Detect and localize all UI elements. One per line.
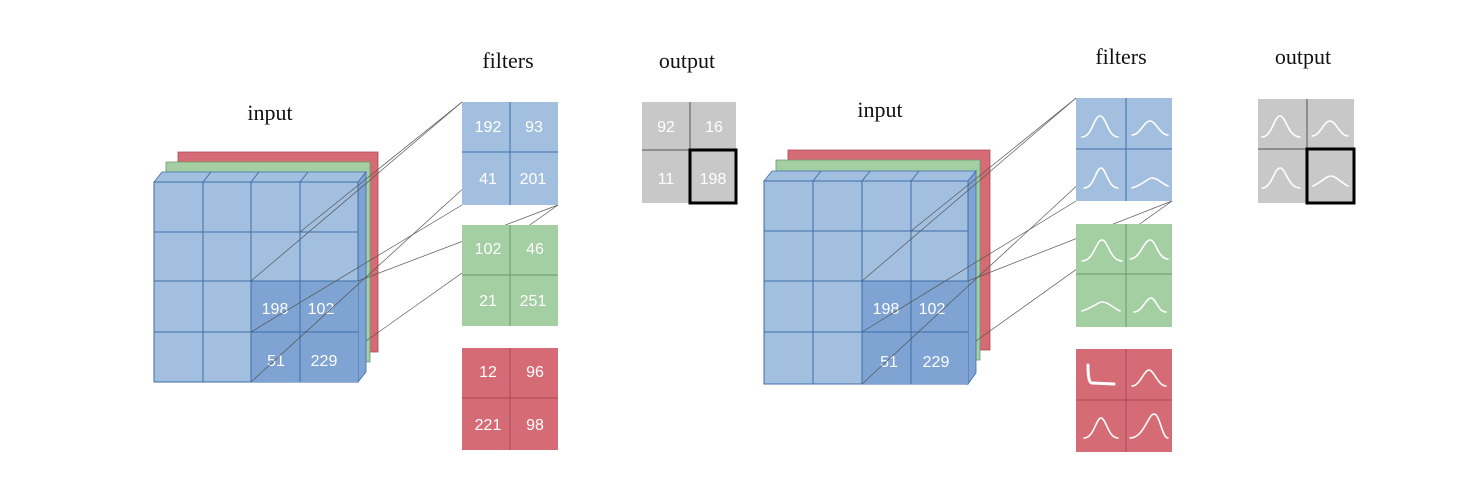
right-filter-green (1076, 224, 1172, 327)
output-value: 11 (658, 171, 675, 188)
gaussian-curve-icon (1129, 413, 1169, 439)
left-filter-blue: 192 93 41 201 (462, 102, 558, 205)
filter-value: 251 (520, 293, 547, 310)
left-input-label: input (247, 100, 292, 125)
right-filters-label: filters (1095, 44, 1146, 69)
gaussian-curve-icon (1131, 177, 1169, 189)
right-output-label: output (1275, 44, 1331, 69)
filter-value: 41 (479, 171, 497, 188)
filter-value: 46 (526, 241, 544, 258)
gaussian-curve-icon (1311, 120, 1349, 137)
filter-value: 221 (475, 417, 502, 434)
left-filters-label: filters (482, 48, 533, 73)
input-value: 102 (308, 301, 335, 318)
right-input-label: input (857, 97, 902, 122)
cube-top-face (153, 171, 367, 183)
output-highlight-cell (688, 148, 738, 205)
input-value: 229 (923, 354, 950, 371)
filter-value: 98 (526, 417, 544, 434)
left-panel: input filters output (153, 48, 738, 450)
left-input-cube: 198 102 51 229 (153, 151, 379, 384)
left-filter-green: 102 46 21 251 (462, 225, 558, 326)
gaussian-curve-icon (1131, 120, 1169, 136)
input-value: 51 (267, 353, 285, 370)
output-value: 198 (700, 171, 727, 188)
gaussian-curve-icon (1081, 301, 1121, 312)
gaussian-curve-icon (1083, 167, 1119, 189)
filter-value: 96 (526, 364, 544, 381)
filter-value: 12 (479, 364, 497, 381)
gaussian-curve-icon (1261, 167, 1301, 189)
filter-value: 201 (520, 171, 547, 188)
gaussian-curve-icon (1083, 417, 1119, 439)
output-value: 92 (657, 119, 675, 136)
input-value: 102 (919, 301, 946, 318)
input-value: 198 (873, 301, 900, 318)
output-highlight-cell (1305, 147, 1356, 205)
output-value: 16 (705, 119, 723, 136)
filter-value: 102 (475, 241, 502, 258)
right-filter-blue (1076, 98, 1172, 201)
cube-side-face (967, 169, 977, 386)
left-filter-red: 12 96 221 98 (462, 348, 558, 450)
right-filter-red (1076, 349, 1172, 452)
input-value: 198 (262, 301, 289, 318)
left-output: 92 16 11 198 (642, 102, 738, 205)
gaussian-curve-icon (1081, 115, 1119, 138)
input-value: 229 (311, 353, 338, 370)
cube-top-face (763, 170, 977, 182)
cube-side-face (357, 170, 367, 384)
gaussian-curve-icon (1261, 115, 1301, 138)
input-value: 51 (880, 354, 898, 371)
gaussian-curve-icon (1133, 297, 1167, 313)
filter-value: 93 (525, 119, 543, 136)
input-grid (154, 171, 358, 382)
filter-value: 192 (475, 119, 502, 136)
right-input-cube: 198 102 51 229 (763, 149, 991, 386)
gaussian-curve-icon (1312, 175, 1349, 187)
gaussian-curve-icon (1131, 369, 1167, 387)
gaussian-curve-icon (1081, 239, 1123, 262)
right-output (1258, 99, 1356, 205)
left-output-label: output (659, 48, 715, 73)
decay-curve-icon (1086, 363, 1116, 386)
input-grid (764, 170, 968, 384)
filter-green-box (1076, 224, 1172, 327)
right-panel: input filters output 198 102 (763, 44, 1356, 452)
filter-value: 21 (479, 293, 497, 310)
gaussian-curve-icon (1129, 239, 1169, 260)
